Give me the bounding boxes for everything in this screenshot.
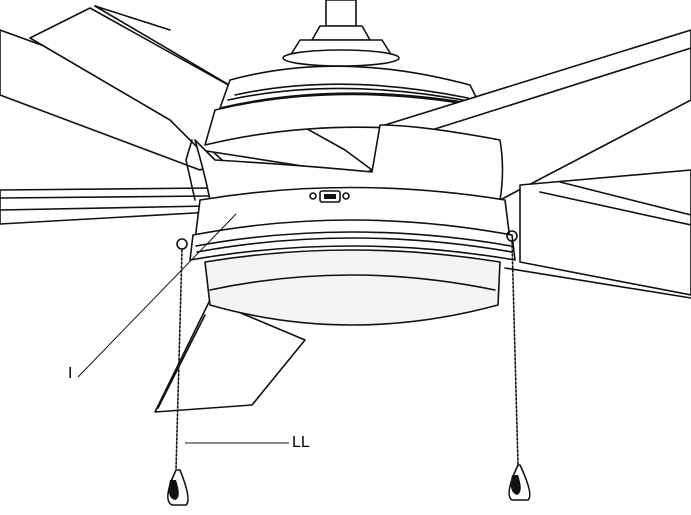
callout-light-kit: I	[68, 213, 237, 382]
callout-pull-chains: LL	[185, 434, 310, 451]
callout-label-pull-chains: LL	[292, 434, 310, 451]
motor-collar	[282, 39, 400, 67]
fan-blade-right	[504, 169, 691, 299]
motor-housing	[204, 65, 501, 146]
reverse-switch	[309, 190, 350, 203]
fan-blade-lower-left	[154, 299, 306, 413]
pull-chain-left	[167, 238, 189, 506]
callout-label-light-kit: I	[68, 365, 72, 382]
fan-blade-left	[0, 187, 213, 225]
light-kit	[189, 186, 516, 326]
pull-chain-right	[506, 230, 531, 501]
downrod	[311, 0, 371, 41]
